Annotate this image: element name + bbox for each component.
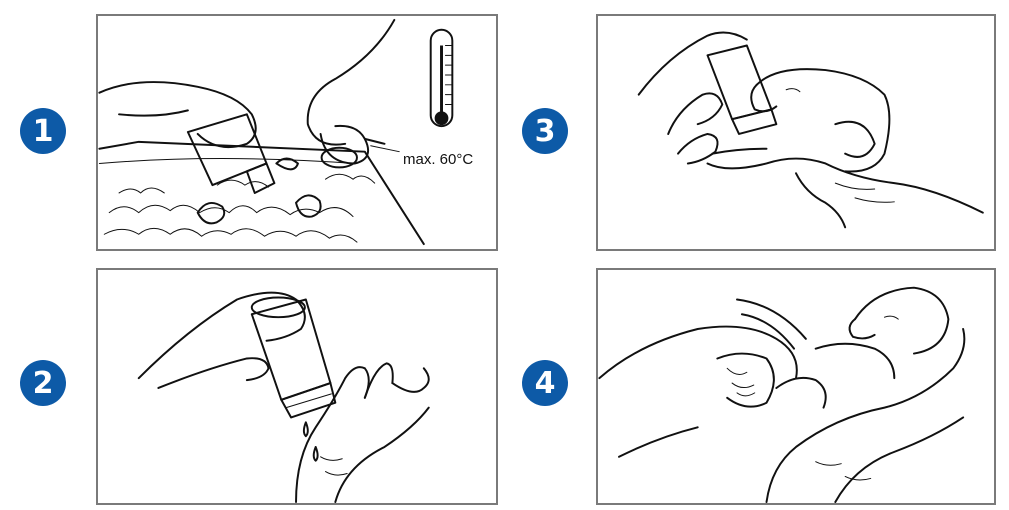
panel-1-illustration xyxy=(98,18,454,246)
panel-1-sterilize: max. 60°C xyxy=(96,14,498,251)
panel-4-stimulate-puppy xyxy=(596,268,996,505)
panel-3-illustration xyxy=(637,31,984,229)
panel-2-illustration xyxy=(137,291,430,503)
step-3-badge: 3 xyxy=(522,108,568,154)
temperature-limit-label: max. 60°C xyxy=(403,151,474,168)
step-4-badge: 4 xyxy=(522,360,568,406)
panel-3-feed-puppy xyxy=(596,14,996,251)
panel-2-test-temperature xyxy=(96,268,498,505)
step-1-badge: 1 xyxy=(20,108,66,154)
panel-4-illustration xyxy=(598,286,966,503)
step-2-badge: 2 xyxy=(20,360,66,406)
